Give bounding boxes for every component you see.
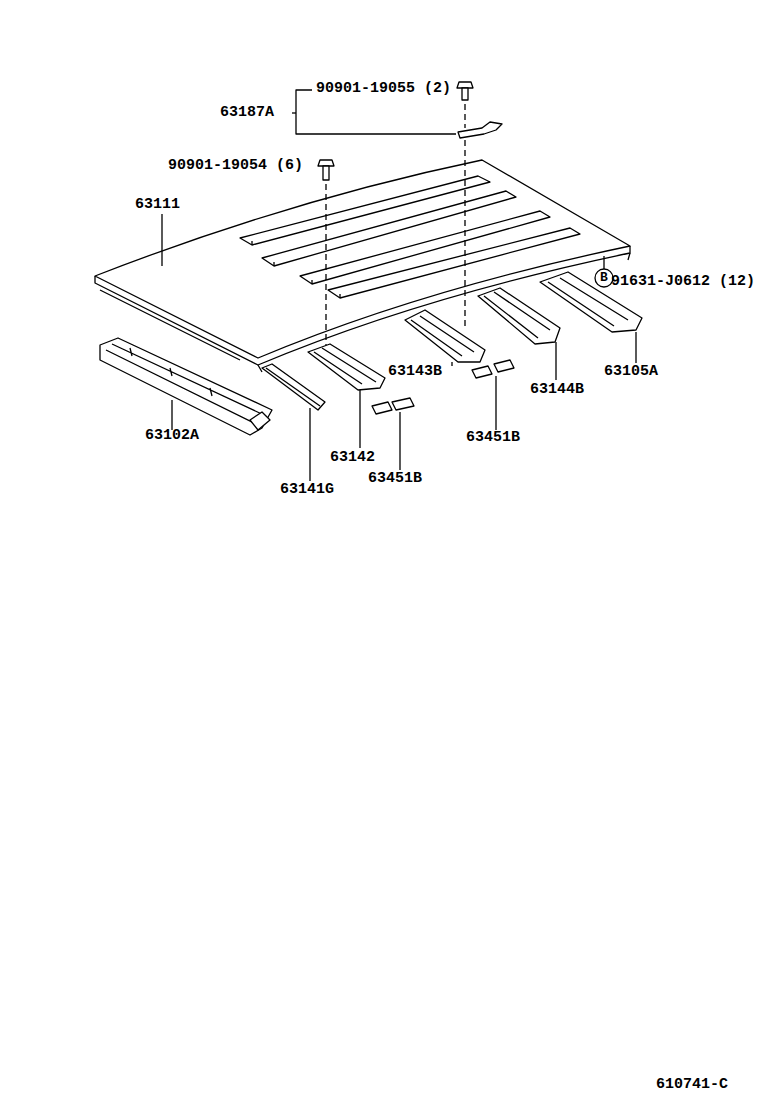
roof-ribs: [240, 176, 580, 298]
part-number: 90901-19055 (2): [316, 80, 451, 98]
guide-lines: [326, 104, 465, 345]
part-number: 63142: [330, 449, 375, 467]
part-number: 63105A: [604, 363, 658, 381]
front-header: [100, 338, 272, 435]
figure-number: 610741-C: [656, 1076, 728, 1094]
circle-callout: B: [600, 271, 608, 285]
leader-lines: [162, 90, 636, 481]
part-number: 63451B: [368, 470, 422, 488]
bow-brackets: [372, 360, 514, 414]
part-number: 63144B: [530, 381, 584, 399]
part-number: 63451B: [466, 429, 520, 447]
roof-panel-flange: [100, 253, 630, 372]
part-number: 63102A: [145, 427, 199, 445]
part-number: 63141G: [280, 481, 334, 499]
part-number: 63143B: [388, 363, 442, 381]
part-number: 63187A: [220, 104, 274, 122]
part-number: 90901-19054 (6): [168, 157, 303, 175]
part-number: 91631-J0612 (12): [611, 273, 755, 291]
part-number: 63111: [135, 196, 180, 214]
roof-bows: [262, 272, 642, 410]
